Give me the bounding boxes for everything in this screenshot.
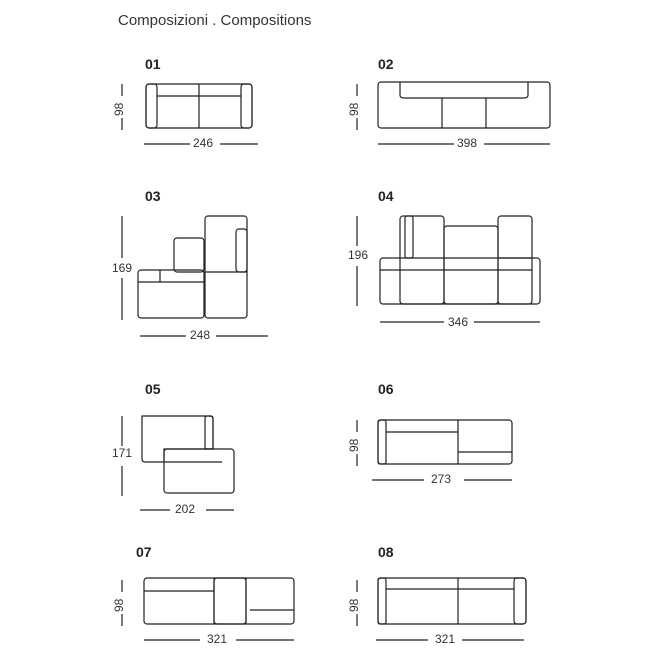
composition-number: 04 — [378, 188, 394, 204]
composition-number: 06 — [378, 381, 394, 397]
composition-number: 02 — [378, 56, 394, 72]
composition-number: 08 — [378, 544, 394, 560]
width-label: 321 — [205, 632, 230, 646]
width-label: 248 — [188, 328, 213, 342]
depth-label: 196 — [346, 248, 371, 262]
width-label: 246 — [191, 136, 216, 150]
composition-number: 05 — [145, 381, 161, 397]
width-label: 398 — [455, 136, 480, 150]
depth-label: 169 — [110, 261, 135, 275]
width-label: 321 — [433, 632, 458, 646]
width-label: 346 — [446, 315, 471, 329]
composition-number: 07 — [136, 544, 152, 560]
composition-number: 01 — [145, 56, 161, 72]
depth-label: 171 — [110, 446, 135, 460]
depth-label: 98 — [347, 596, 361, 614]
composition-number: 03 — [145, 188, 161, 204]
page-title: Composizioni . Compositions — [118, 12, 312, 29]
width-label: 202 — [173, 502, 198, 516]
width-label: 273 — [429, 472, 454, 486]
